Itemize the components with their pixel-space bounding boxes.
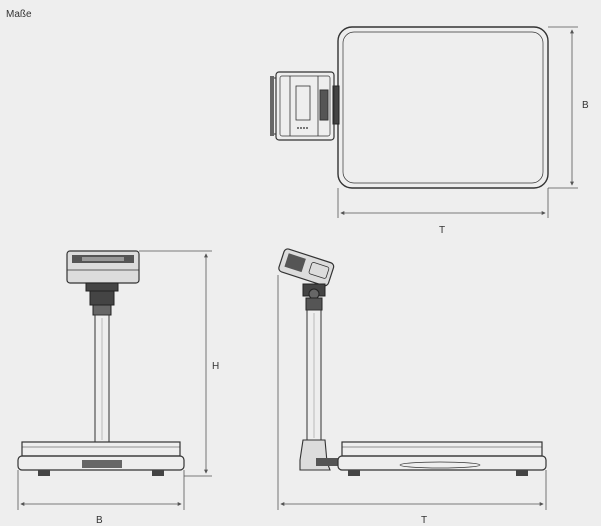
front-platform-top xyxy=(21,441,181,457)
front-dimension-h xyxy=(139,250,212,477)
top-platform xyxy=(337,26,549,189)
top-connector xyxy=(332,85,340,125)
front-width-label: B xyxy=(96,515,103,526)
side-foot-right xyxy=(516,470,528,476)
top-depth-label: T xyxy=(439,225,445,236)
front-height-label: H xyxy=(212,361,219,372)
side-indicator xyxy=(278,248,335,287)
top-dimension-t xyxy=(337,188,549,218)
top-platform-inner xyxy=(342,31,544,184)
front-bracket xyxy=(85,282,119,316)
front-dimension-b xyxy=(17,470,185,510)
front-foot-left xyxy=(38,470,50,476)
side-bracket xyxy=(302,283,326,311)
front-view xyxy=(17,250,212,510)
front-platform-base xyxy=(17,455,185,471)
side-platform-top xyxy=(341,441,543,457)
front-indicator xyxy=(66,250,140,284)
side-dimension-t xyxy=(277,275,547,510)
side-view xyxy=(277,248,547,510)
top-dimension-b xyxy=(548,26,578,189)
side-platform-base xyxy=(337,455,547,471)
side-depth-label: T xyxy=(421,515,427,526)
top-view xyxy=(270,26,578,218)
top-width-label: B xyxy=(582,100,589,111)
page-title: Maße xyxy=(6,9,32,20)
side-foot-left xyxy=(348,470,360,476)
front-foot-right xyxy=(152,470,164,476)
top-indicator xyxy=(270,71,335,141)
